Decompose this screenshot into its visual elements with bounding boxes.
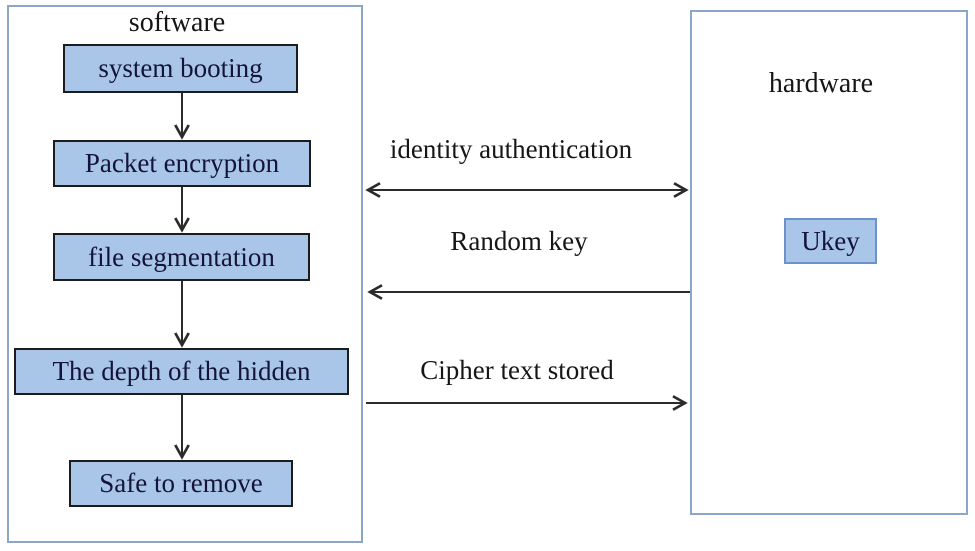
flow-step-depth-of-hidden: The depth of the hidden [14, 348, 349, 395]
software-panel-title: software [128, 7, 226, 38]
channel-label-random-key: Random key [450, 226, 588, 256]
flow-step-safe-to-remove: Safe to remove [69, 460, 293, 507]
flow-step-packet-encryption: Packet encryption [53, 140, 311, 187]
flow-step-file-segmentation: file segmentation [53, 233, 310, 281]
channel-label-cipher-text-stored: Cipher text stored [420, 355, 614, 385]
flow-step-system-booting: system booting [63, 44, 298, 93]
ukey-box: Ukey [784, 218, 877, 264]
channel-label-identity-authentication: identity authentication [389, 134, 633, 164]
hardware-panel-title: hardware [768, 68, 874, 99]
